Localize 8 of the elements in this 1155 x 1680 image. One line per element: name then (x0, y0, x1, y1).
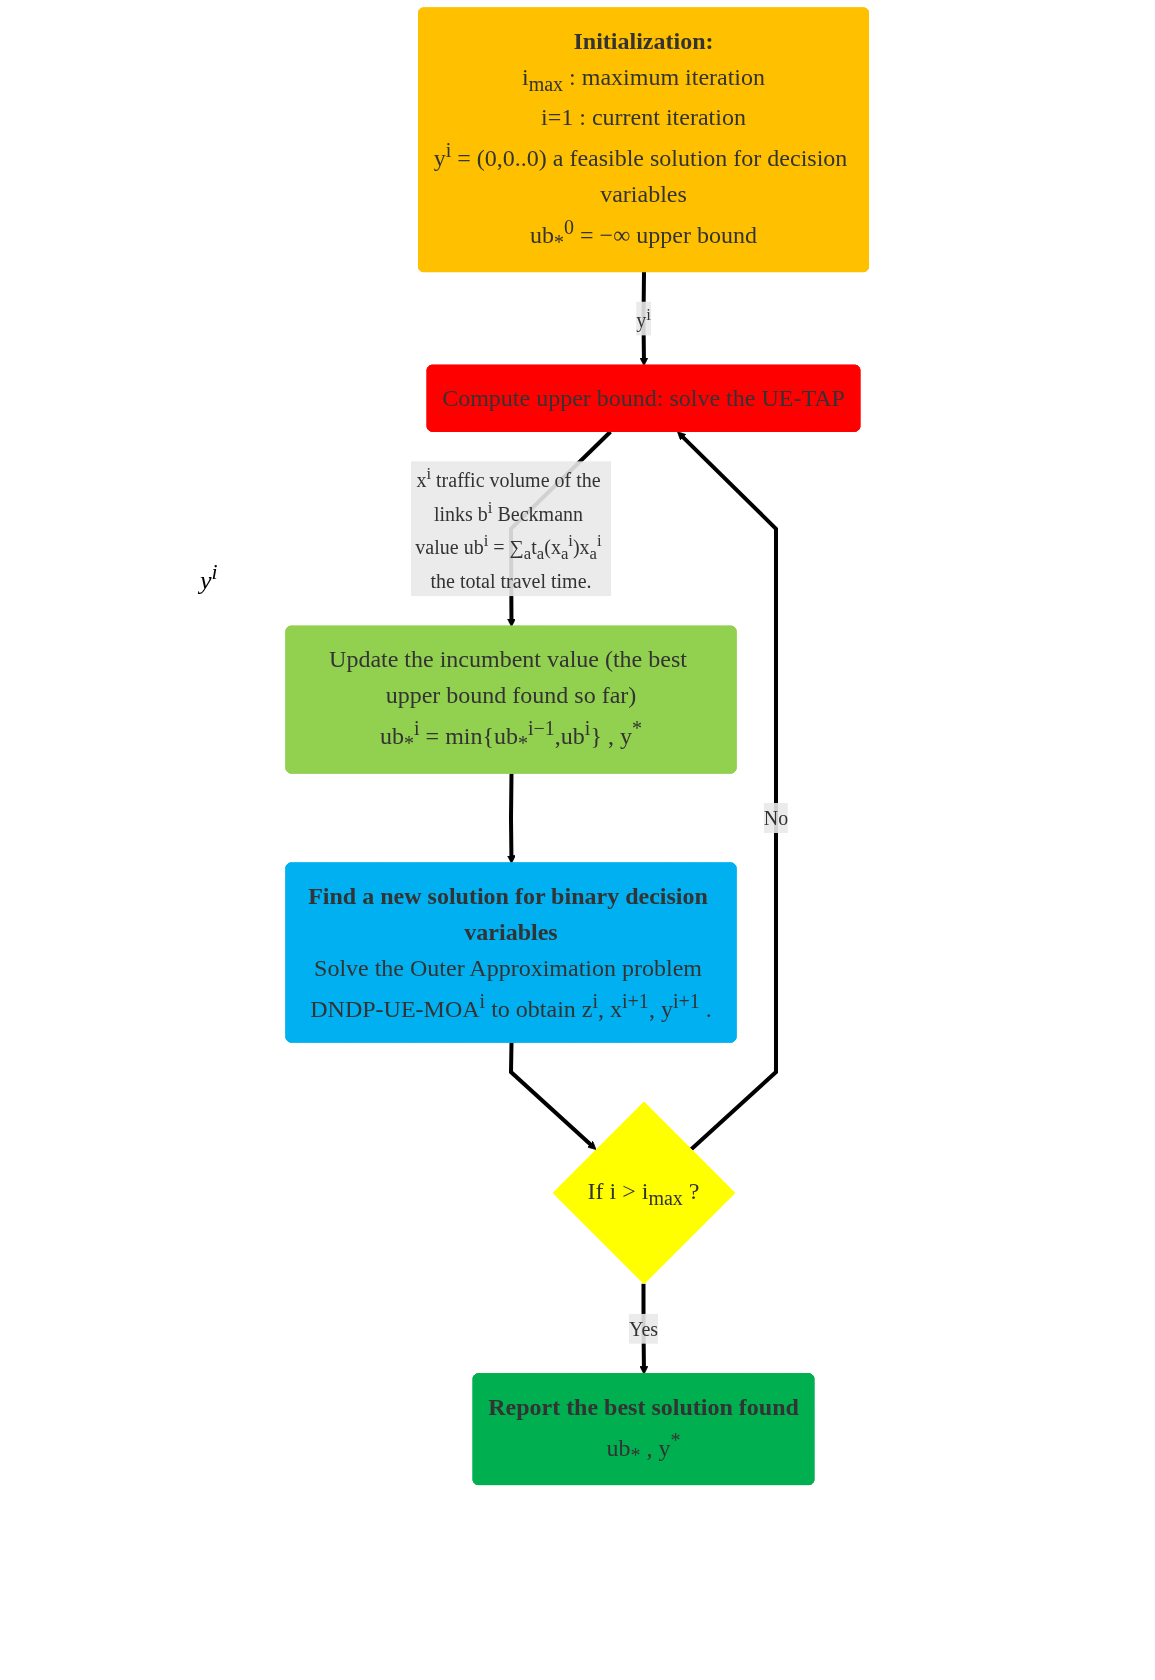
arrow (509, 1042, 597, 1150)
edge-label: Yes (629, 1317, 659, 1340)
node-diamond: If i > i$_{max}$ ? (552, 1101, 736, 1285)
edge-label: No (764, 807, 789, 830)
edge-label: y$^{i}$ (636, 304, 652, 332)
arrow (507, 773, 517, 864)
arrow (677, 431, 779, 1151)
loop-label: y$^{i}$ (200, 565, 218, 595)
